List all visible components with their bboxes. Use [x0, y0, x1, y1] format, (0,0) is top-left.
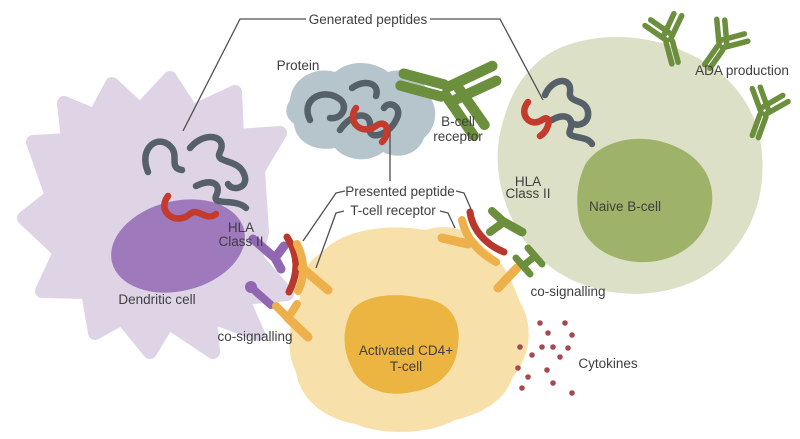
tcell-nucleus — [344, 295, 459, 394]
hla-class-ii-left-label-2: Class II — [218, 234, 263, 249]
generated-peptides-label: Generated peptides — [309, 12, 428, 27]
tcell-receptor-left-line — [315, 210, 345, 269]
presented-peptide-right-line — [455, 190, 472, 210]
presented-peptide-left — [283, 233, 300, 296]
left-synapse — [248, 233, 333, 296]
left-co-signalling — [245, 281, 313, 342]
tcell-receptor-label: T-cell receptor — [350, 203, 436, 218]
tcell-receptor-right-line — [439, 210, 456, 229]
bcell-peptides — [521, 77, 596, 148]
connector-lines — [182, 18, 544, 269]
generated-peptides-right-line — [430, 18, 544, 101]
co-signalling-right-label: co-signalling — [530, 284, 605, 299]
right-co-signalling — [493, 244, 546, 293]
dendritic-cell-nucleus — [111, 199, 245, 293]
ada-production-label: ADA production — [695, 63, 789, 78]
dendritic-peptides — [142, 133, 250, 222]
hla-class-ii-right-label-2: Class II — [505, 186, 550, 201]
activated-cd4-label-2: T-cell — [390, 359, 422, 374]
right-synapse — [437, 207, 527, 266]
generated-peptides-left-line — [182, 18, 306, 132]
bcell-receptor-label-1: B-cell — [441, 114, 475, 129]
co-signalling-left-label: co-signalling — [217, 329, 292, 344]
naive-bcell-label: Naive B-cell — [589, 199, 661, 214]
presented-peptide-right — [466, 208, 508, 256]
cytokines-label: Cytokines — [578, 356, 638, 371]
activated-cd4-label-1: Activated CD4+ — [359, 343, 453, 358]
dendritic-cell-label: Dendritic cell — [118, 292, 195, 307]
hla-class-ii-left-label-1: HLA — [228, 220, 254, 235]
cytokine-dots — [515, 320, 575, 396]
protein-label: Protein — [277, 58, 320, 73]
tcell-receptor-right — [458, 216, 500, 266]
presented-peptide-label: Presented peptide — [345, 184, 455, 199]
hla-class-ii-right-label-1: HLA — [515, 174, 541, 189]
presented-peptide-left-line — [302, 190, 346, 242]
naive-bcell-nucleus — [577, 138, 713, 263]
protein-peptides — [304, 79, 402, 146]
bcell-receptor-label-2: receptor — [433, 129, 483, 144]
